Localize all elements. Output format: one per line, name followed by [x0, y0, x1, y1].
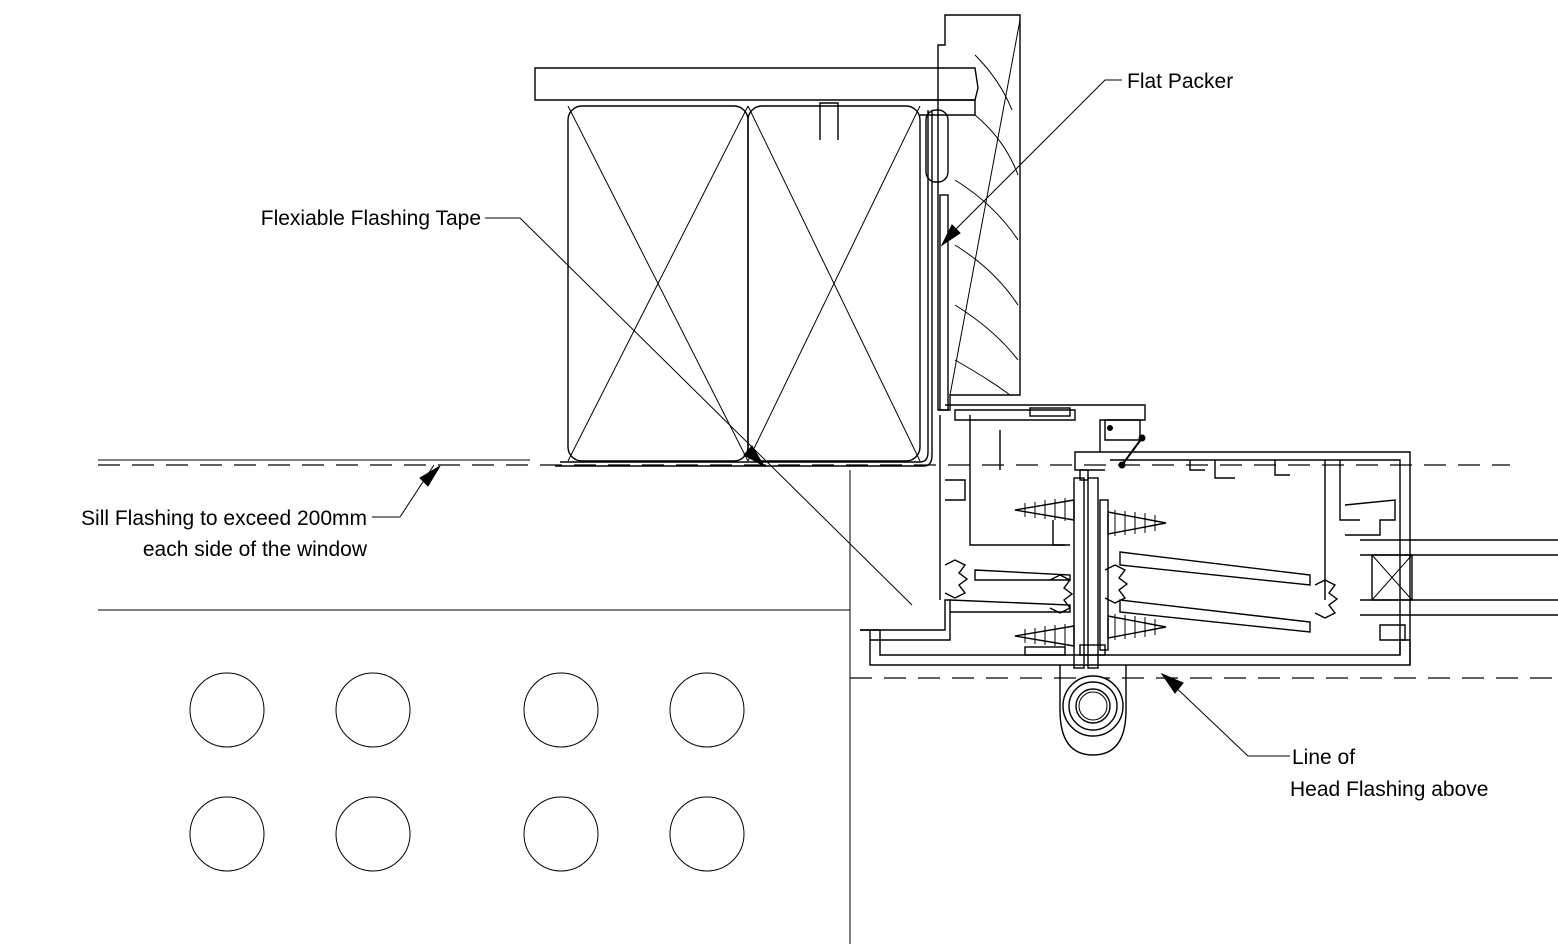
- flat-packer-label: Flat Packer: [1127, 70, 1233, 93]
- cladding-board: [534, 67, 979, 116]
- window-sill-profile: [860, 404, 1558, 666]
- head-flashing-leader: [1160, 672, 1290, 757]
- flat-packer-leader: [940, 79, 1122, 247]
- flashing-tape-leader: [485, 217, 913, 606]
- fixing-plate: [1073, 469, 1109, 669]
- sill-flashing-leader: [372, 464, 441, 518]
- roller-wheel: [1059, 665, 1127, 756]
- backing-rod: [925, 109, 949, 183]
- sill-flashing-label-line2: each side of the window: [143, 538, 368, 561]
- screws: [1014, 498, 1167, 647]
- insulation-circles: [189, 672, 745, 872]
- flashing-tape-label: Flexiable Flashing Tape: [261, 207, 481, 230]
- head-flashing-label-line2: Head Flashing above: [1290, 778, 1488, 801]
- head-flashing-label-line1: Line of: [1292, 746, 1355, 769]
- timber-framing: [555, 102, 933, 467]
- sill-flashing-label-line1: Sill Flashing to exceed 200mm: [81, 507, 367, 530]
- reveal-timber: [937, 14, 1021, 411]
- flat-packer: [939, 194, 949, 411]
